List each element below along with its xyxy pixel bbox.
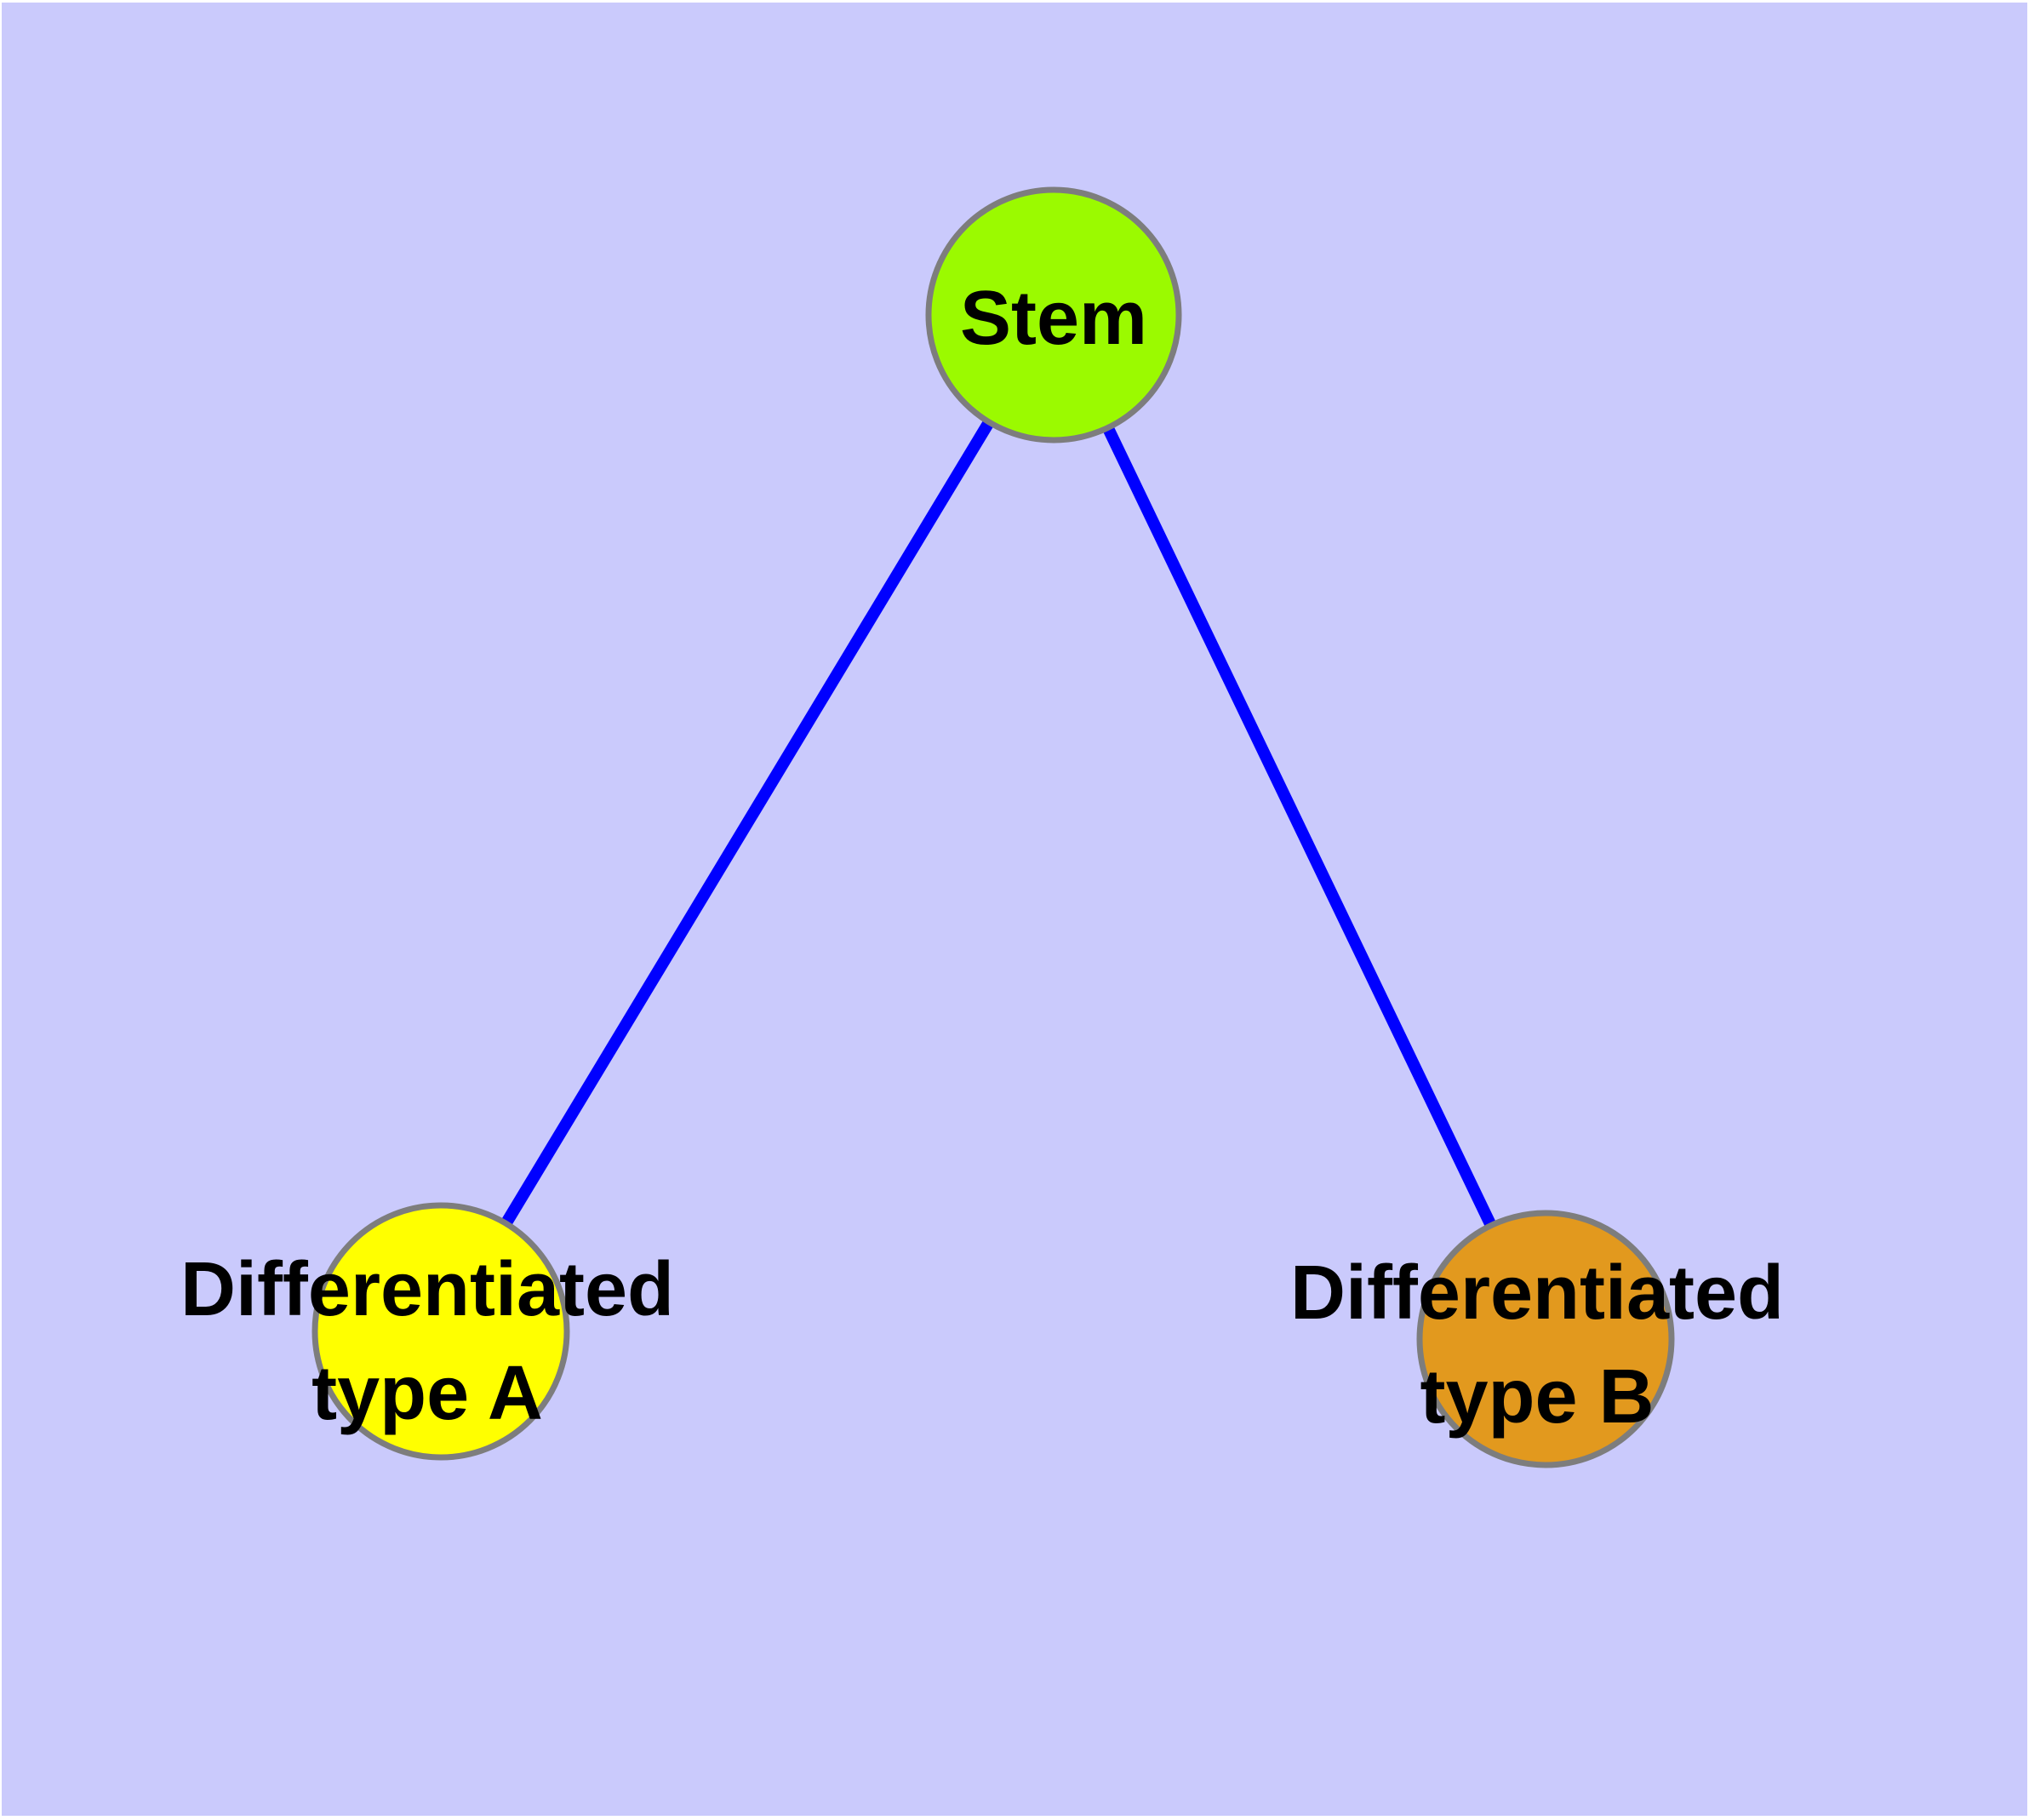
edges-layer [436,312,1552,1342]
node-stem [925,186,1182,444]
node-type-a [311,1202,570,1461]
node-label-type-b-line-2: type B [1420,1354,1654,1439]
nodes-layer [311,186,1675,1468]
edge-stem-type-b [1048,312,1552,1342]
node-type-b [1416,1210,1675,1468]
node-label-type-a-line-2: type A [311,1351,543,1436]
node-label-type-b-line-1: Differentiated [1290,1251,1784,1336]
edge-stem-type-a [436,312,1059,1335]
node-label-type-a-line-1: Differentiated [180,1247,674,1332]
node-label-stem-line-1: Stem [960,276,1147,361]
